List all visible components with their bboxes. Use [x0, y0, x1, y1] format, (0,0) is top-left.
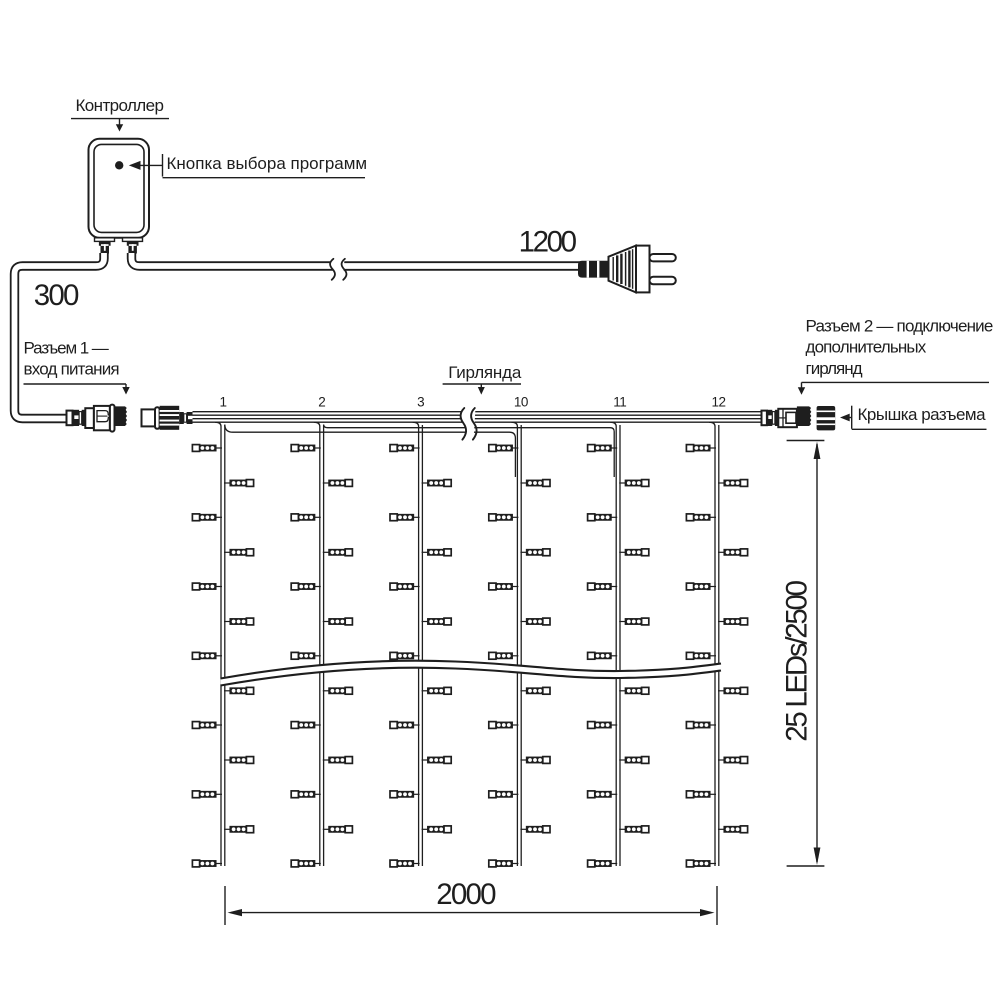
svg-text:1200: 1200 [519, 226, 577, 259]
svg-text:Гирлянда: Гирлянда [448, 363, 522, 382]
svg-text:10: 10 [514, 395, 528, 410]
svg-text:3: 3 [417, 395, 424, 410]
svg-text:300: 300 [34, 279, 79, 312]
svg-text:Разъем 1 —: Разъем 1 — [24, 339, 109, 358]
svg-text:дополнительных: дополнительных [806, 338, 927, 357]
svg-text:2000: 2000 [436, 878, 496, 911]
svg-text:вход питания: вход питания [24, 360, 120, 379]
svg-text:2: 2 [318, 395, 325, 410]
svg-text:1: 1 [219, 395, 226, 410]
svg-text:гирлянд: гирлянд [806, 359, 863, 378]
svg-text:11: 11 [613, 395, 626, 410]
svg-text:12: 12 [711, 395, 725, 410]
svg-text:Контроллер: Контроллер [76, 96, 164, 115]
svg-text:25 LEDs/2500: 25 LEDs/2500 [781, 580, 814, 741]
svg-text:Разъем 2 — подключение: Разъем 2 — подключение [806, 316, 993, 335]
svg-text:Кнопка выбора программ: Кнопка выбора программ [167, 154, 368, 173]
svg-text:Крышка разъема: Крышка разъема [858, 405, 987, 424]
